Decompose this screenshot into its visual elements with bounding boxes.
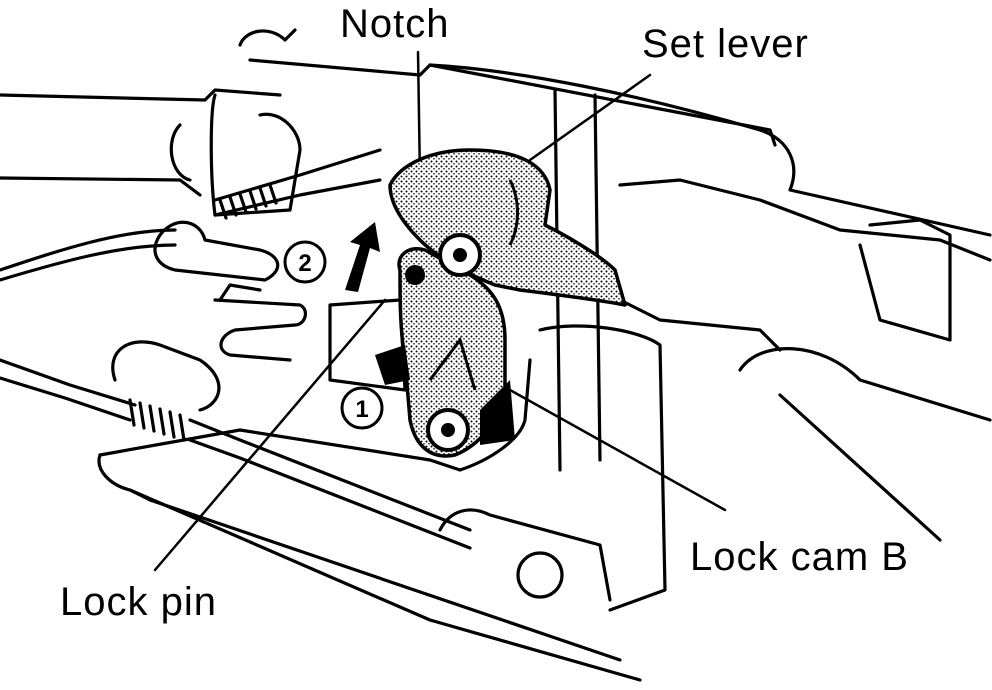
step-2-number: 2: [298, 250, 311, 277]
upper-spring-rod: [213, 148, 382, 202]
middle-clip: [213, 298, 308, 362]
shadow-cam-2: [480, 380, 515, 445]
pillar-base-2: [618, 298, 782, 352]
cam-housing: [328, 298, 407, 392]
base-plate-3: [128, 488, 622, 662]
leader-set-lever: [528, 73, 652, 162]
lock-cam-b-groove: [428, 336, 477, 391]
right-diagonal: [778, 393, 942, 542]
right-body-panel: [738, 347, 992, 422]
lower-clip: [111, 340, 221, 412]
lower-cable-end-2: [188, 438, 472, 550]
set-lever: [388, 148, 627, 307]
notch-label: Notch: [340, 2, 450, 46]
upper-clip: [153, 220, 280, 282]
upper-cable: [0, 228, 177, 272]
shadow-cam: [375, 345, 410, 385]
bracket-detail-2: [169, 123, 192, 182]
right-bracket: [858, 218, 952, 342]
set-lever-pivot-center: [453, 248, 467, 262]
lock-cam-b-label: Lock cam B: [690, 535, 909, 579]
cam-housing-side: [458, 358, 532, 472]
base-slot: [438, 508, 612, 602]
step-1-number: 1: [355, 396, 368, 423]
leader-lock-cam-b: [508, 388, 727, 512]
direction-arrow: [345, 222, 380, 292]
middle-clip-2: [218, 283, 262, 302]
lower-cable-2: [0, 376, 132, 422]
base-plate-2: [98, 428, 462, 472]
base-plate: [97, 453, 642, 682]
lower-cable-end: [188, 418, 472, 532]
pillar-base: [538, 324, 667, 612]
upper-spring: [218, 183, 278, 220]
step-1-marker: 1: [340, 386, 384, 430]
lock-cam-pivot-center: [441, 423, 455, 437]
set-lever-slot: [508, 179, 519, 246]
step-2-marker: 2: [283, 240, 327, 284]
lower-spring: [128, 398, 186, 442]
set-lever-label: Set lever: [642, 22, 809, 66]
lock-pin-label: Lock pin: [60, 580, 217, 624]
leader-lock-pin: [153, 298, 387, 572]
right-frame-lower: [618, 178, 992, 262]
right-frame: [428, 63, 992, 237]
lock-pin: [405, 265, 425, 285]
upper-left-panel: [0, 88, 282, 102]
base-hole: [516, 551, 564, 599]
upper-left-panel-lower-edge: [0, 176, 202, 197]
lower-cable: [0, 358, 137, 407]
